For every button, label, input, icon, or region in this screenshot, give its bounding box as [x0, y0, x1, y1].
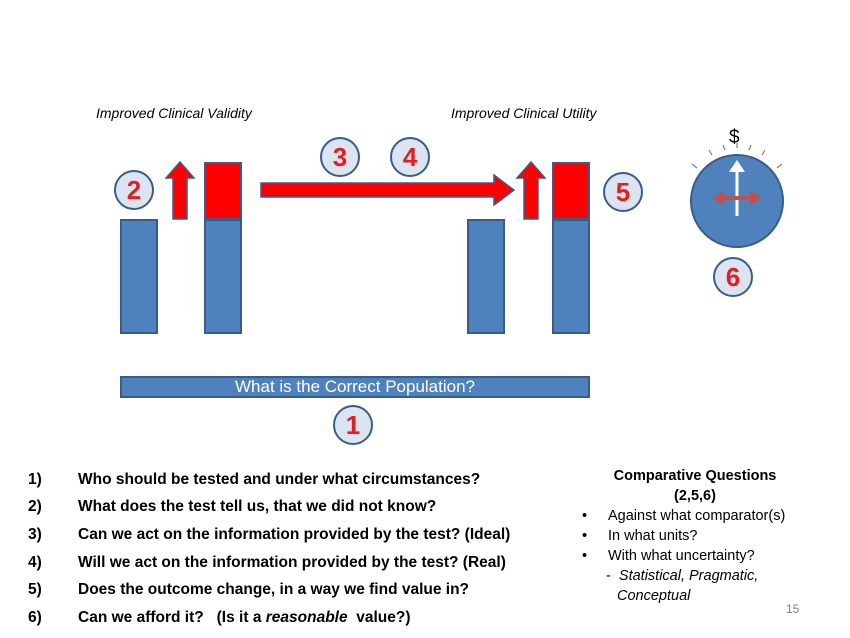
- up-arrow-right-icon: [515, 160, 547, 220]
- up-arrow-left-icon: [164, 160, 196, 220]
- cost-symbol: $: [729, 127, 740, 148]
- list-item: 6) Can we afford it? (Is it a reasonable…: [28, 608, 411, 626]
- page-number: 15: [786, 602, 800, 616]
- clinical-utility-caption: Improved Clinical Utility: [451, 105, 597, 121]
- list-item: 4)Will we act on the information provide…: [28, 553, 506, 571]
- badge-4: 4: [390, 137, 430, 177]
- badge-2: 2: [114, 170, 154, 210]
- comparative-subitem-line2: Conceptual: [617, 588, 691, 604]
- baseline-bar-left: [120, 219, 158, 334]
- list-item: 5)Does the outcome change, in a way we f…: [28, 581, 470, 599]
- comparative-questions: Comparative Questions (2,5,6) •Against w…: [580, 466, 820, 606]
- long-right-arrow-icon: [260, 173, 516, 207]
- improvement-bar-left-red: [204, 162, 242, 220]
- badge-5: 5: [603, 172, 643, 212]
- badge-3: 3: [320, 137, 360, 177]
- comparative-title: Comparative Questions (2,5,6): [613, 468, 777, 504]
- badge-6: 6: [713, 257, 753, 297]
- list-item: •In what units?: [582, 528, 698, 544]
- value-dial-icon: [690, 143, 784, 248]
- list-item: 2)What does the test tell us, that we di…: [28, 498, 437, 516]
- population-bar: What is the Correct Population?: [120, 376, 590, 398]
- question-list: 1)Who should be tested and under what ci…: [28, 466, 568, 632]
- comparative-subitem: - Statistical, Pragmatic,: [606, 568, 759, 584]
- list-item: 3)Can we act on the information provided…: [28, 525, 511, 543]
- badge-1: 1: [333, 405, 373, 445]
- improved-bar-left-blue: [204, 219, 242, 334]
- list-item: •With what uncertainty?: [582, 548, 755, 564]
- list-item: 1)Who should be tested and under what ci…: [28, 470, 481, 488]
- list-item: •Against what comparator(s): [582, 508, 786, 524]
- baseline-bar-right: [467, 219, 505, 334]
- improved-bar-right-blue: [552, 219, 590, 334]
- clinical-validity-caption: Improved Clinical Validity: [96, 105, 252, 121]
